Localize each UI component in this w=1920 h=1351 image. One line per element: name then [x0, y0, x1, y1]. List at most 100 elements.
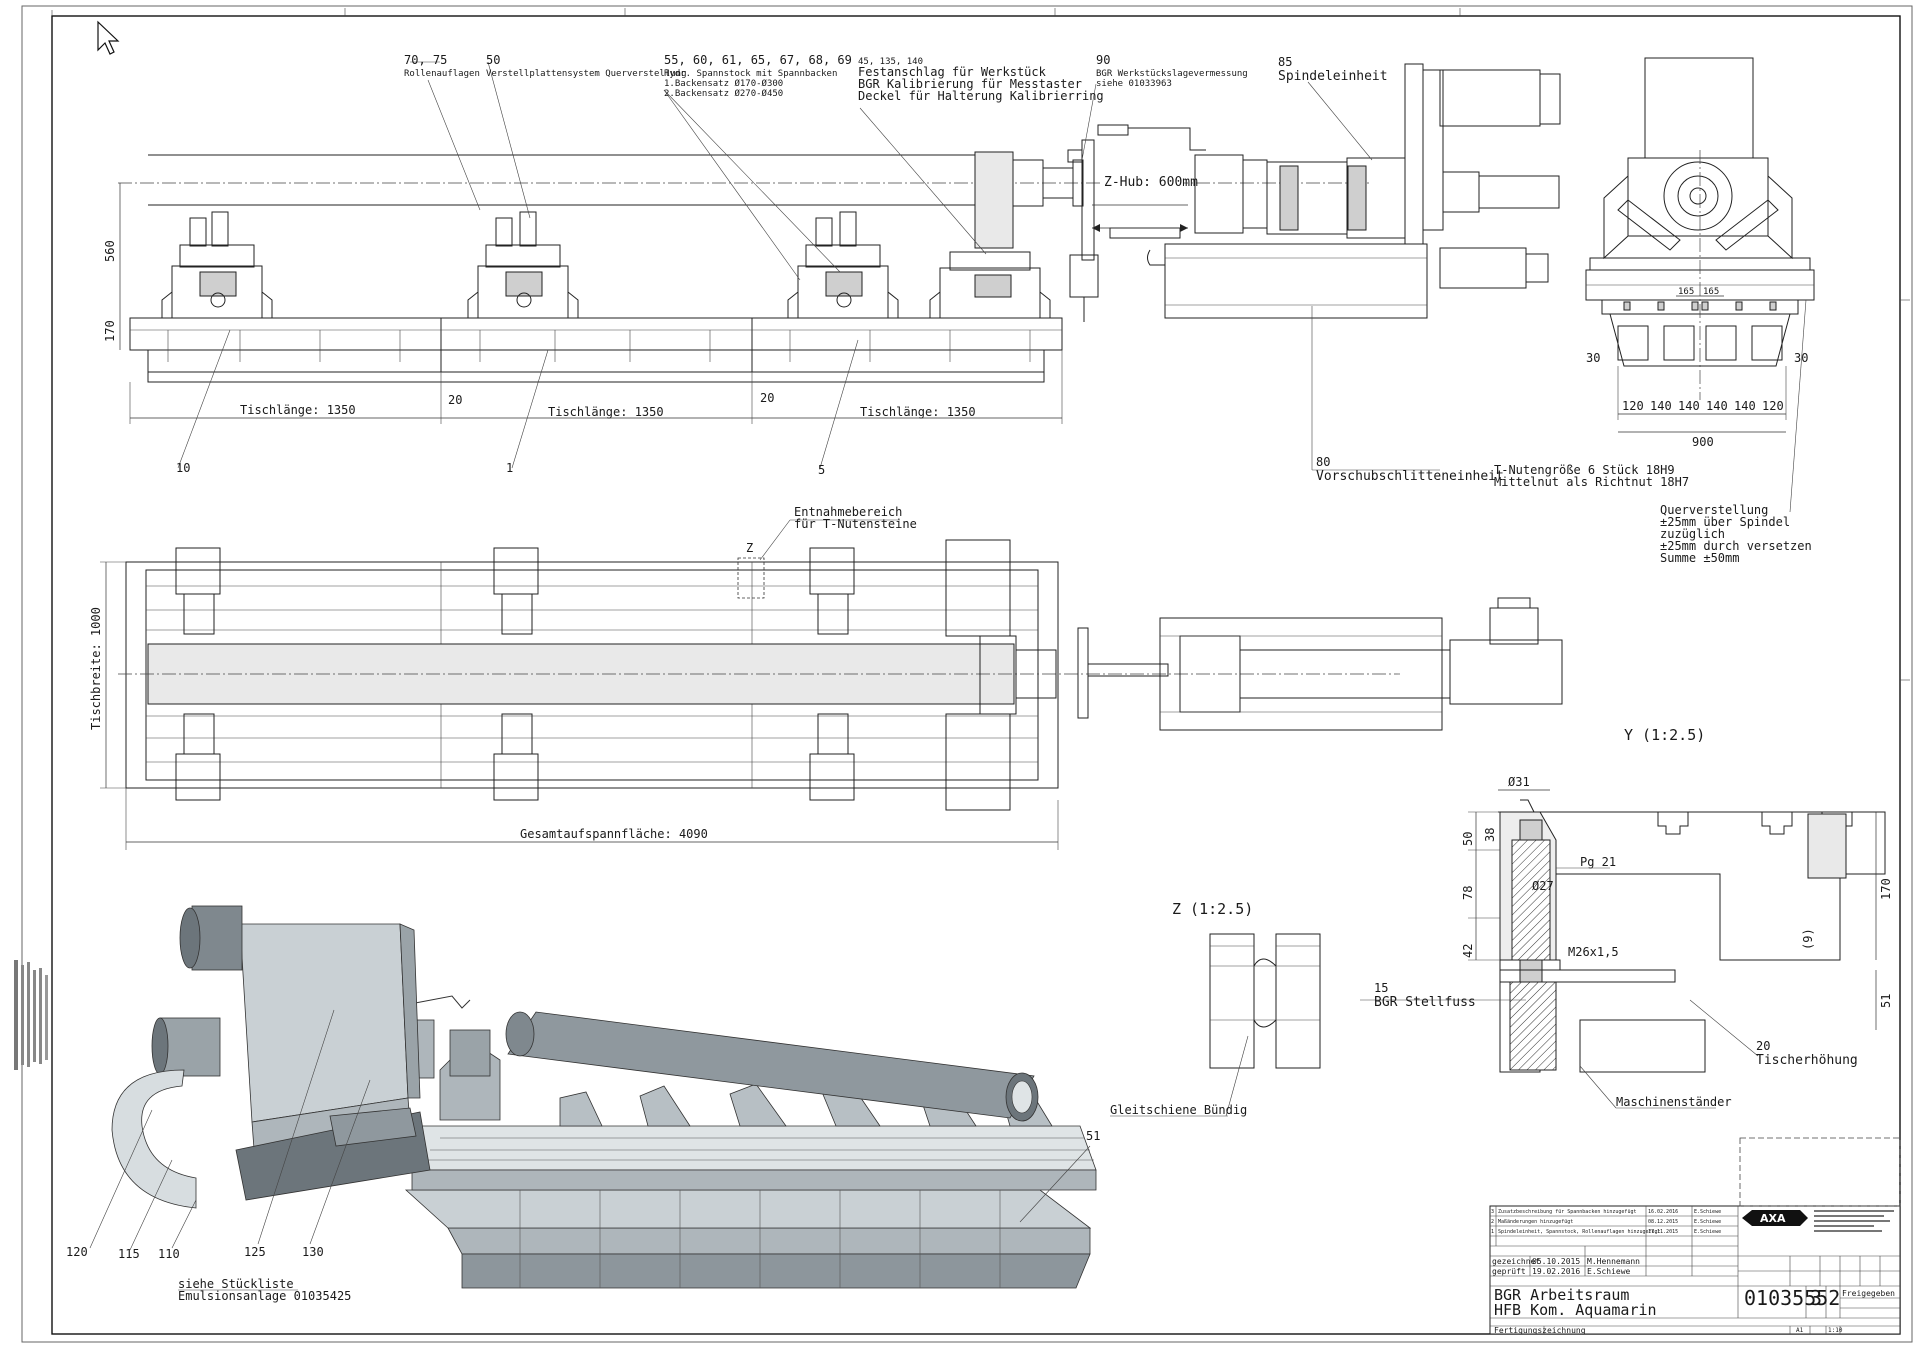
stuckliste-note-2: Emulsionsanlage 01035425 [178, 1289, 351, 1303]
quer-note-1: Querverstellung [1660, 503, 1768, 517]
drawing-title-2: HFB Kom. Aquamarin [1494, 1301, 1657, 1319]
revision-2-date: 08.12.2015 [1648, 1219, 1678, 1225]
end-dim-30-b: 30 [1794, 351, 1808, 365]
gap-20-a: 20 [448, 393, 462, 407]
quer-note-4: ±25mm durch versetzen [1660, 539, 1812, 553]
end-dim-row-1: 120 [1622, 399, 1644, 413]
created-label: gezeichnet [1492, 1257, 1540, 1266]
dim-560: 560 [103, 240, 117, 262]
callout-45: 45, 135, 140 [858, 57, 923, 67]
end-dim-row-2: 140 [1650, 399, 1672, 413]
detail-y-dim-170: 170 [1879, 878, 1893, 900]
table-length-3: Tischlänge: 1350 [860, 405, 976, 419]
position-120: 120 [66, 1245, 88, 1259]
top-annotations: 70, 75 Rollenauflagen 50 Verstellplatten… [404, 53, 1689, 489]
callout-90: 90 [1096, 53, 1110, 67]
revision-1-date: 17.11.2015 [1648, 1229, 1678, 1235]
detail-y-dim-78: 78 [1461, 886, 1475, 900]
detail-y-dim-9: (9) [1801, 928, 1815, 950]
revision-3-name: E.Schiewe [1694, 1209, 1721, 1215]
detail-y-dim-42: 42 [1461, 944, 1475, 958]
tslot-marks [1623, 301, 1777, 311]
table-length-1: Tischlänge: 1350 [240, 403, 356, 417]
revision-2-text: Maßänderungen hinzugefügt [1498, 1219, 1573, 1225]
callout-85-desc: Spindeleinheit [1278, 69, 1388, 84]
position-51: 51 [1086, 1129, 1100, 1143]
entnahme-note-1: Entnahmebereich [794, 505, 902, 519]
quer-note-3: zuzüglich [1660, 527, 1725, 541]
gleitschiene-label: Gleitschiene Bündig [1110, 1103, 1247, 1117]
total-clamping-area: Gesamtaufspannfläche: 4090 [520, 827, 708, 841]
detail-y-dim-phi27: Ø27 [1532, 879, 1554, 893]
z-hub-label: Z-Hub: 600mm [1104, 175, 1198, 190]
end-view: 165 165 30 30 120 140 140 140 140 120 90… [1585, 57, 1815, 565]
callout-90-desc2: siehe 01033963 [1096, 79, 1172, 89]
callout-15-desc: BGR Stellfuss [1374, 995, 1476, 1010]
detail-z-marker [737, 557, 765, 599]
detail-z-letter: Z [746, 541, 753, 555]
position-5: 5 [818, 463, 825, 477]
sheet-border-outer [21, 5, 1913, 1343]
entnahme-note-2: für T-Nutensteine [794, 517, 917, 531]
callout-55-desc2: 1.Backensatz Ø170-Ø300 [664, 78, 783, 89]
revision-2-name: E.Schiewe [1694, 1219, 1721, 1225]
callout-20-desc: Tischerhöhung [1756, 1053, 1858, 1068]
revision-3-index: 3 [1491, 1209, 1494, 1215]
end-dim-165-b: 165 [1703, 287, 1719, 297]
revision-2-index: 2 [1491, 1219, 1494, 1225]
stuckliste-note-1: siehe Stückliste [178, 1277, 294, 1291]
position-10: 10 [176, 461, 190, 475]
detail-y-pg21: Pg 21 [1580, 855, 1616, 869]
drawing-title-1: BGR Arbeitsraum [1494, 1286, 1629, 1304]
callout-45-desc1: Festanschlag für Werkstück [858, 65, 1047, 79]
callout-50-desc: Verstellplattensystem Querverstellung [486, 69, 686, 79]
document-type: Fertigungszeichnung [1494, 1326, 1586, 1335]
front-elevation-view: Z-Hub: 600mm 560 170 Tischlänge: 1350 Ti… [103, 61, 1561, 477]
gap-20-b: 20 [760, 391, 774, 405]
end-dim-row-6: 120 [1762, 399, 1784, 413]
callout-45-desc3: Deckel für Halterung Kalibrierring [858, 89, 1104, 103]
position-1: 1 [506, 461, 513, 475]
created-name: M.Hennemann [1587, 1257, 1640, 1266]
detail-y-m26: M26x1,5 [1568, 945, 1619, 959]
end-dim-30-a: 30 [1586, 351, 1600, 365]
detail-y-view: Y (1:2.5) 50 38 78 42 Ø31 Ø27 Pg 21 M26x… [1360, 726, 1893, 1109]
axa-logo: AXA [1742, 1210, 1894, 1232]
callout-45-desc2: BGR Kalibrierung für Messtaster [858, 77, 1082, 91]
detail-y-title: Y (1:2.5) [1624, 726, 1705, 744]
callout-85: 85 [1278, 55, 1292, 69]
callout-70-75: 70, 75 [404, 53, 447, 67]
callout-80-desc: Vorschubschlitteneinheit [1316, 469, 1504, 484]
quer-note-5: Summe ±50mm [1660, 551, 1739, 565]
callout-70-75-desc: Rollenauflagen [404, 69, 480, 79]
created-date: 05.10.2015 [1532, 1257, 1580, 1266]
end-dim-row-5: 140 [1734, 399, 1756, 413]
detail-y-dim-50: 50 [1461, 832, 1475, 846]
callout-50: 50 [486, 53, 500, 67]
scale-label: 1:10 [1828, 1327, 1843, 1334]
callout-20: 20 [1756, 1039, 1770, 1053]
position-125: 125 [244, 1245, 266, 1259]
revision-3-text: Zusatzbeschreibung für Spannbacken hinzu… [1498, 1209, 1636, 1215]
sheet-border-inner [51, 15, 1901, 1335]
callout-90-desc1: BGR Werkstückslagevermessung [1096, 69, 1248, 79]
detail-y-dim-phi31: Ø31 [1508, 775, 1530, 789]
plan-view: Tischbreite: 1000 Gesamtaufspannfläche: … [89, 505, 1563, 850]
end-dim-900: 900 [1692, 435, 1714, 449]
position-110: 110 [158, 1247, 180, 1261]
sheet-number: 3 [1810, 1286, 1822, 1310]
machine-3d-model: 120 115 110 125 130 51 siehe Stückliste … [66, 905, 1100, 1303]
callout-55: 55, 60, 61, 65, 67, 68, 69 [664, 53, 852, 67]
drawing-number: 01035552 [1744, 1286, 1840, 1310]
title-block: 3 Zusatzbeschreibung für Spannbacken hin… [1489, 1137, 1901, 1335]
z-hub-label-bg [1100, 172, 1184, 190]
revision-1-text: Spindeleinheit, Spannstock, Rollenauflag… [1498, 1229, 1661, 1235]
detail-y-dim-38: 38 [1483, 828, 1497, 842]
position-115: 115 [118, 1247, 140, 1261]
checked-date: 19.02.2016 [1532, 1267, 1580, 1276]
callout-80: 80 [1316, 455, 1330, 469]
revision-1-name: E.Schiewe [1694, 1229, 1721, 1235]
checked-label: geprüft [1492, 1267, 1526, 1276]
tnut-note-1: T-Nutengröße 6 Stück 18H9 [1494, 463, 1675, 477]
